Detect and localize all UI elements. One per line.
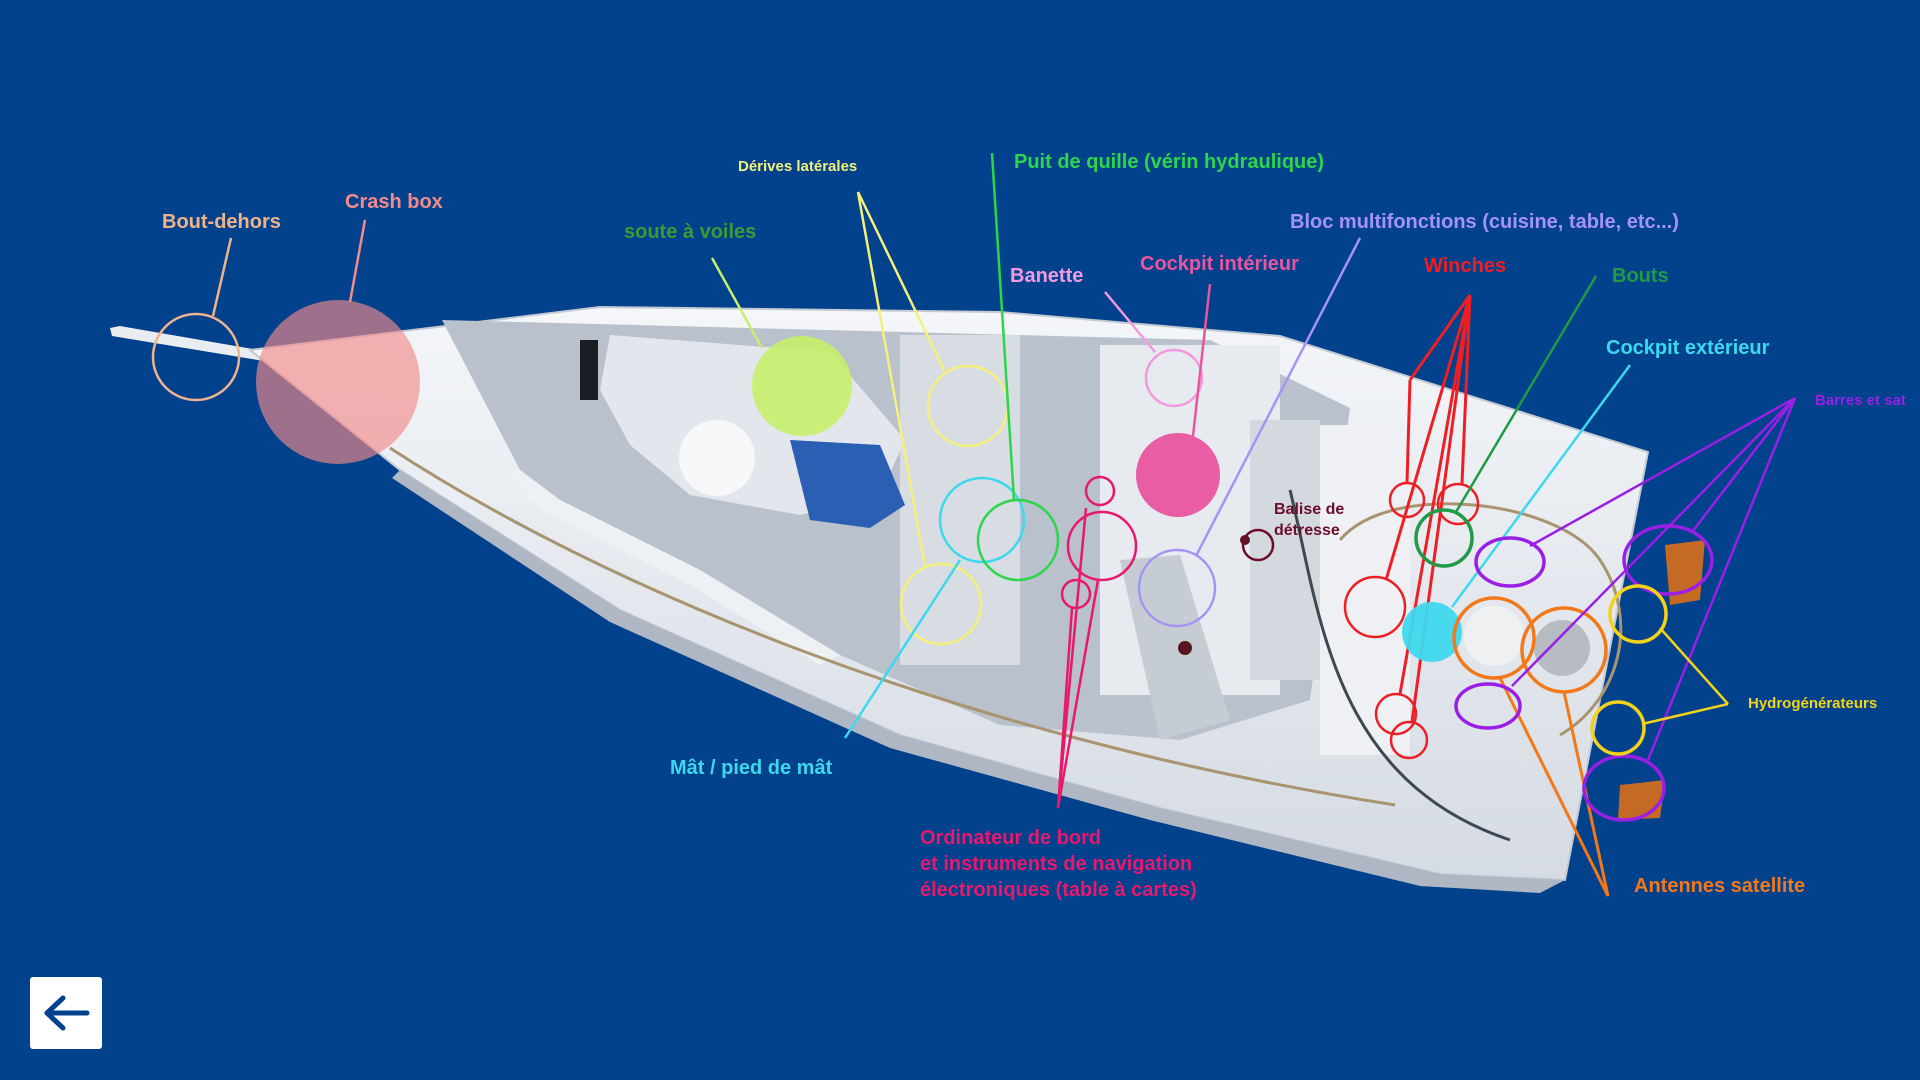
label-antennes: Antennes satellite xyxy=(1634,875,1805,897)
label-ordi-line-3: électroniques (table à cartes) xyxy=(920,879,1197,901)
back-button[interactable] xyxy=(30,977,102,1049)
label-ordi-line-2: et instruments de navigation xyxy=(920,853,1192,875)
label-barres: Barres et sat xyxy=(1815,392,1906,409)
satellite-dome-white xyxy=(1464,606,1524,666)
hydro-annotation: Hydrogénérateurs xyxy=(1592,586,1877,754)
label-derives: Dérives latérales xyxy=(738,158,857,175)
satellite-dome-grey xyxy=(1534,620,1590,676)
label-cockpit-int: Cockpit intérieur xyxy=(1140,253,1299,275)
label-cockpit-ext: Cockpit extérieur xyxy=(1606,337,1770,359)
label-balise-line-2: détresse xyxy=(1274,522,1340,539)
label-crash-box: Crash box xyxy=(345,191,443,213)
label-hydro: Hydrogénérateurs xyxy=(1748,695,1877,712)
label-bloc: Bloc multifonctions (cuisine, table, etc… xyxy=(1290,211,1679,233)
label-puit: Puit de quille (vérin hydraulique) xyxy=(1014,151,1324,173)
label-ordi-line-1: Ordinateur de bord xyxy=(920,827,1101,849)
label-mat: Mât / pied de mât xyxy=(670,757,833,779)
hatch-circle xyxy=(679,420,755,496)
label-winches: Winches xyxy=(1424,255,1506,277)
label-banette: Banette xyxy=(1010,265,1083,287)
label-soute: soute à voiles xyxy=(624,221,756,243)
label-balise-line-1: Balise de xyxy=(1274,501,1344,518)
arrow-left-icon xyxy=(41,993,91,1033)
label-bout-dehors: Bout-dehors xyxy=(162,211,281,233)
label-bouts: Bouts xyxy=(1612,265,1669,287)
